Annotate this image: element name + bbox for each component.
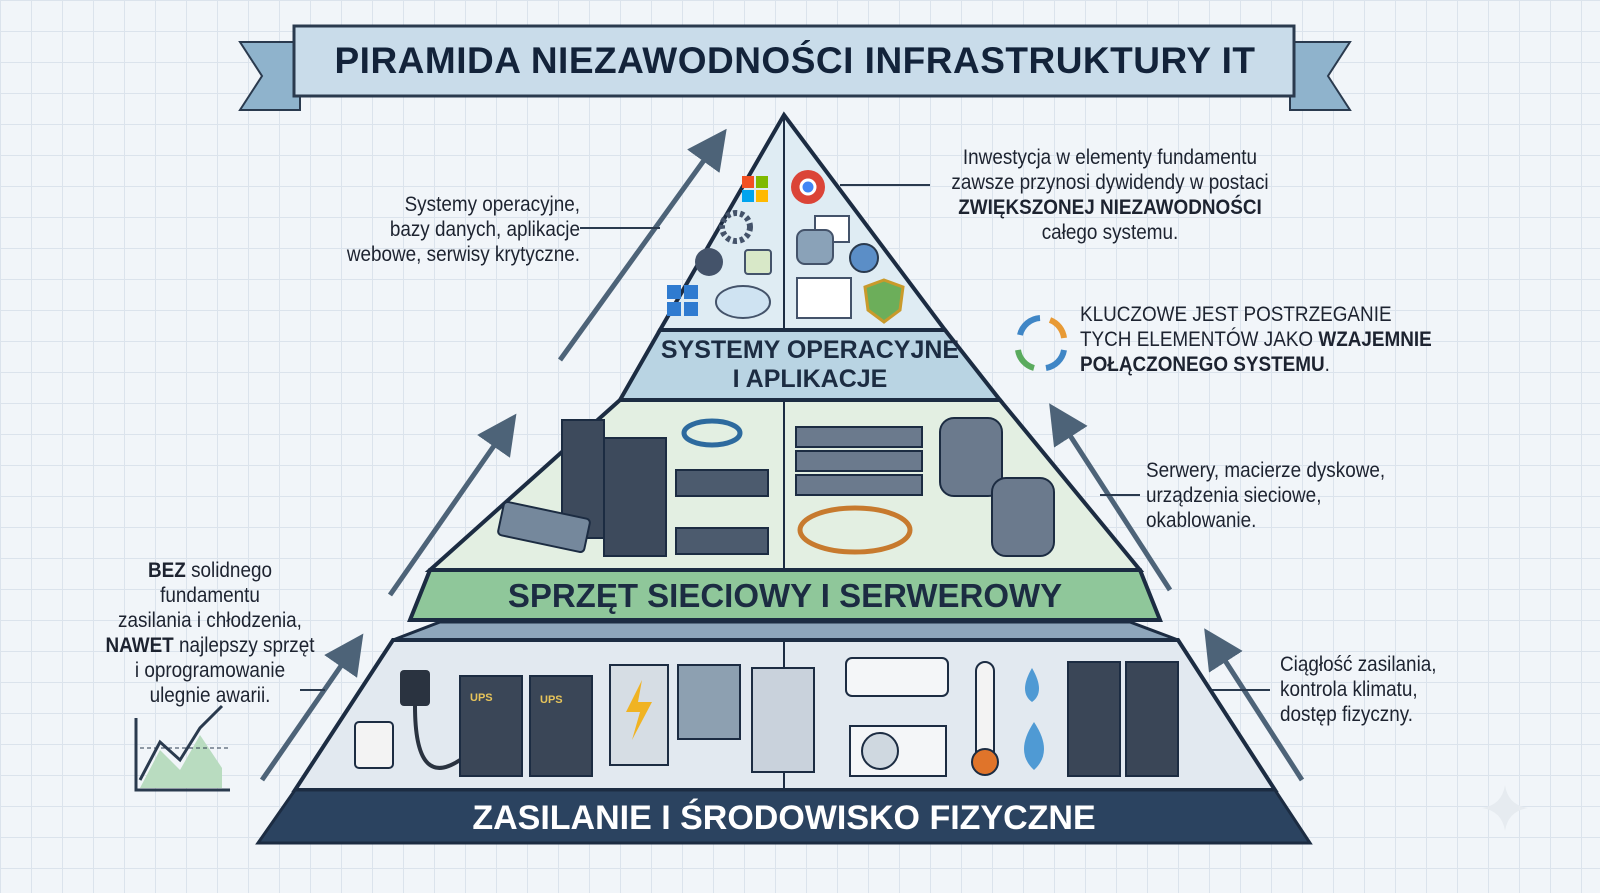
annotation-line: bazy danych, aplikacje: [389, 218, 580, 241]
rack-servers-icon: [795, 426, 923, 496]
cable-coil-icon: [797, 505, 913, 555]
annotation-line: webowe, serwisy krytyczne.: [346, 243, 580, 266]
shield-check-icon: [863, 278, 905, 324]
annotation-line: dostęp fizyczny.: [1280, 703, 1414, 726]
page-title: PIRAMIDA NIEZAWODNOŚCI INFRASTRUKTURY IT: [334, 40, 1256, 81]
annotation-emphasis: BEZ: [148, 559, 186, 582]
gear-icon: [695, 248, 723, 276]
annotation-line: Systemy operacyjne,: [404, 193, 580, 216]
sparkle-icon: [1482, 785, 1528, 831]
server-cabinet-icon: [1125, 661, 1179, 777]
tier-bottom-band: [255, 788, 1313, 845]
annotation-line: zawsze przynosi dywidendy w postaci: [951, 171, 1269, 194]
thermometer-icon: [975, 661, 995, 763]
growth-arrows: [259, 128, 1305, 782]
water-drop-icon: [1025, 668, 1039, 702]
network-cable-icon: [681, 418, 743, 448]
network-switch-icon: [675, 469, 769, 497]
annotation-interconnected: KLUCZOWE JEST POSTRZEGANIE TYCH ELEMENTÓ…: [1080, 302, 1458, 377]
chrome-icon: [791, 170, 825, 204]
annotation-line: ulegnie awarii.: [149, 684, 271, 707]
control-panel-icon: [677, 664, 741, 740]
cycle-arrows-icon: [1015, 315, 1067, 371]
annotation-line: urządzenia sieciowe,: [1146, 484, 1322, 507]
gear-icon: [719, 210, 753, 244]
annotation-emphasis: POŁĄCZONEGO SYSTEMU: [1080, 353, 1325, 376]
tier-top-label: SYSTEMY OPERACYJNE I APLIKACJE: [620, 336, 1000, 394]
annotation-line: solidnego: [185, 559, 272, 582]
annotation-top-left: Systemy operacyjne, bazy danych, aplikac…: [319, 192, 580, 267]
annotation-line: Ciągłość zasilania,: [1280, 653, 1437, 676]
router-icon: [497, 500, 591, 554]
lightning-icon: [626, 680, 652, 740]
annotation-line: Inwestycja w elementy fundamentu: [962, 146, 1258, 169]
browser-icon: [796, 277, 852, 319]
power-socket-icon: [354, 721, 394, 769]
ups-icon: [459, 675, 523, 777]
disk-array-icon: [991, 477, 1055, 557]
power-plug-icon: [400, 670, 430, 706]
ups-label: UPS: [470, 692, 493, 704]
annotation-middle-right: Serwery, macierze dyskowe, urządzenia si…: [1146, 458, 1416, 533]
annotation-line: KLUCZOWE JEST POSTRZEGANIE: [1080, 303, 1392, 326]
ups-icon: [529, 675, 593, 777]
annotation-bottom-left: BEZ solidnego fundamentu zasilania i chł…: [93, 558, 327, 708]
annotation-emphasis: ZWIĘKSZONEJ NIEZAWODNOŚCI: [958, 196, 1262, 219]
cloud-upload-icon: [715, 285, 771, 319]
water-drop-icon: [1024, 722, 1044, 770]
tier-middle-label: SPRZĘT SIECIOWY I SERWEROWY: [507, 577, 1063, 614]
annotation-line: .: [1324, 353, 1330, 376]
title-banner: [238, 24, 1352, 111]
annotation-line: całego systemu.: [1041, 221, 1179, 244]
annotation-bottom-right: Ciągłość zasilania, kontrola klimatu, do…: [1280, 652, 1478, 727]
windows-logo-icon: [667, 285, 698, 316]
tier-bottom-roof: [392, 620, 1179, 642]
electrical-panel-icon: [609, 664, 669, 766]
database-icon: [796, 229, 834, 265]
tier-top-label-line: SYSTEMY OPERACYJNE: [660, 336, 960, 364]
annotation-line: zasilania i chłodzenia,: [118, 609, 302, 632]
annotation-top-right: Inwestycja w elementy fundamentu zawsze …: [939, 145, 1281, 245]
annotation-line: i oprogramowanie: [134, 659, 286, 682]
air-conditioner-icon: [845, 657, 949, 697]
globe-icon: [849, 243, 879, 273]
annotation-line: kontrola klimatu,: [1280, 678, 1418, 701]
chip-icon: [744, 249, 772, 275]
server-cabinet-icon: [1067, 661, 1121, 777]
ups-label: UPS: [540, 694, 563, 706]
annotation-line: fundamentu: [160, 584, 260, 607]
annotation-emphasis: NAWET: [105, 634, 174, 657]
tier-bottom-label: ZASILANIE I ŚRODOWISKO FIZYCZNE: [472, 799, 1096, 837]
annotation-emphasis: WZAJEMNIE: [1318, 328, 1432, 351]
switchboard-icon: [751, 667, 815, 773]
annotation-line: TYCH ELEMENTÓW JAKO: [1080, 328, 1319, 351]
annotation-line: Serwery, macierze dyskowe,: [1146, 459, 1386, 482]
disk-array-icon: [939, 417, 1003, 497]
tier-top-label-line: I APLIKACJE: [732, 365, 888, 393]
network-switch-icon: [675, 527, 769, 555]
annotation-line: okablowanie.: [1146, 509, 1257, 532]
tier-middle-band: [407, 568, 1163, 622]
annotation-line: najlepszy sprzęt: [173, 634, 315, 657]
windows-icon: [742, 176, 768, 202]
growth-chart-icon: [134, 704, 230, 792]
connector-lines: [300, 184, 1270, 691]
